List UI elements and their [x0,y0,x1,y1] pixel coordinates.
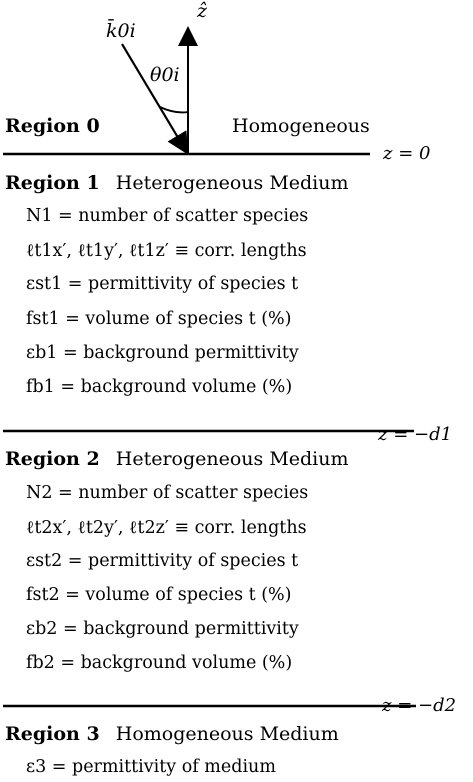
region-1-line-3: fst1 = volume of species t (%) [26,309,292,329]
region-1-header: Region 1 Heterogeneous Medium [5,172,349,194]
boundary-label-d1: z = −d1 [378,424,453,445]
region-1-line-0: N1 = number of scatter species [26,206,309,226]
region-1-line-4: εb1 = background permittivity [26,343,299,363]
region-3-header: Region 3 Homogeneous Medium [5,723,339,745]
region-2-title: Region 2 [5,448,100,470]
region-1-medium: Heterogeneous Medium [115,172,349,194]
region-2-line-0: N2 = number of scatter species [26,483,309,503]
region-2-line-3: fst2 = volume of species t (%) [26,585,292,605]
region-3-medium: Homogeneous Medium [115,723,339,745]
region-0-medium: Homogeneous [232,115,370,137]
region-1-line-2: εst1 = permittivity of species t [26,274,299,294]
region-1-line-5: fb1 = background volume (%) [26,377,293,397]
region-2-medium: Heterogeneous Medium [115,448,349,470]
z-axis-label: ẑ [197,0,208,22]
region-2-header: Region 2 Heterogeneous Medium [5,448,349,470]
angle-label: θ0i [150,64,180,86]
region-2-line-1: ℓt2x′, ℓt2y′, ℓt2z′ ≡ corr. lengths [26,518,307,538]
wave-vector-label: k̄0i [106,20,136,42]
incident-wave-arrow [121,43,189,155]
region-1-line-1: ℓt1x′, ℓt1y′, ℓt1z′ ≡ corr. lengths [26,241,307,261]
region-1-title: Region 1 [5,172,100,194]
region-3-line-0: ε3 = permittivity of medium [26,757,276,777]
incidence-angle-arc [159,106,189,114]
region-2-line-5: fb2 = background volume (%) [26,653,293,673]
region-2-line-2: εst2 = permittivity of species t [26,551,299,571]
region-0-title: Region 0 [5,115,100,137]
region-2-line-4: εb2 = background permittivity [26,619,299,639]
boundary-label-d2: z = −d2 [382,695,457,716]
region-3-title: Region 3 [5,723,100,745]
boundary-label-z0: z = 0 [383,143,431,164]
